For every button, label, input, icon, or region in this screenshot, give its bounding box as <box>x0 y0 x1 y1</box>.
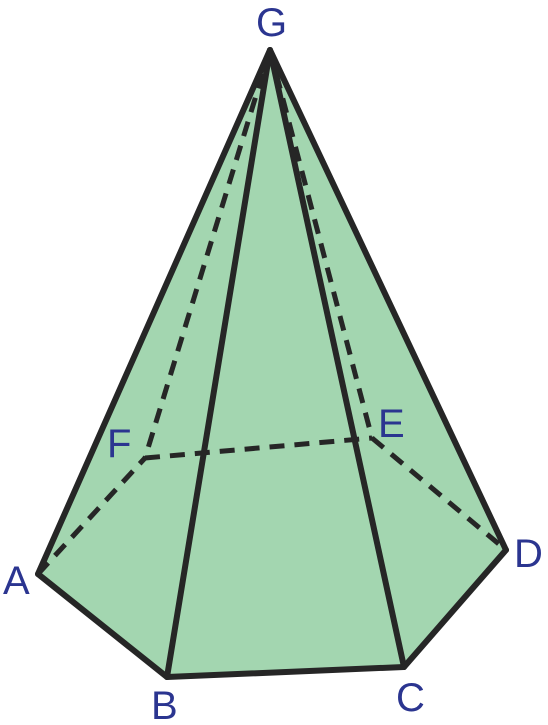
vertex-label-C: C <box>396 676 425 720</box>
vertex-label-B: B <box>151 684 178 725</box>
vertex-label-G: G <box>256 1 287 45</box>
vertex-label-D: D <box>514 532 543 576</box>
edge-GF <box>142 49 273 459</box>
edge-GA <box>35 47 273 577</box>
edge-GB <box>164 47 273 680</box>
hidden-edges <box>36 49 508 576</box>
edge-AB <box>35 571 170 680</box>
vertex-label-A: A <box>3 559 30 603</box>
vertex-label-E: E <box>378 402 405 446</box>
edge-AF <box>36 456 147 576</box>
visible-edges <box>35 47 509 680</box>
edge-FE <box>144 435 373 461</box>
edge-CD <box>401 547 509 670</box>
vertex-label-F: F <box>107 422 131 466</box>
pyramid-surface <box>38 50 506 677</box>
edge-ED <box>370 436 508 552</box>
edge-GE <box>267 49 375 439</box>
edge-BC <box>164 664 407 680</box>
edge-GD <box>267 47 509 553</box>
edge-GC <box>267 47 407 670</box>
